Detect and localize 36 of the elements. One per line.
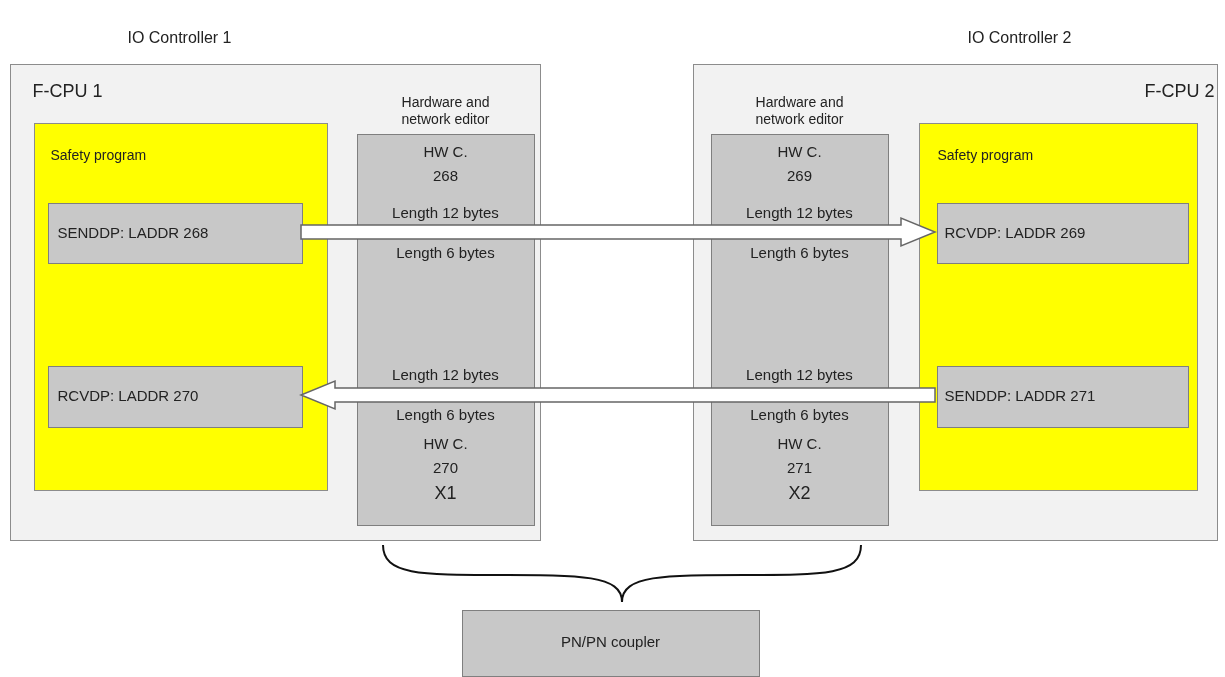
column-heading: Hardware and network editor: [400, 93, 491, 129]
block-label: SENDDP: LADDR 271: [944, 386, 1097, 406]
coupler-box: [462, 610, 760, 677]
length-label: Length 6 bytes: [749, 243, 850, 263]
length-label: Length 12 bytes: [745, 365, 854, 385]
arrow: [300, 216, 937, 248]
length-label: Length 6 bytes: [395, 405, 496, 425]
column-heading: Hardware and network editor: [754, 93, 845, 129]
program-label: Safety program: [937, 146, 1035, 164]
program-label: Safety program: [50, 146, 148, 164]
program-box: [919, 123, 1198, 491]
hardware-id: HW C. 269: [776, 141, 823, 186]
interface-label: X2: [787, 481, 812, 504]
function-block: [48, 366, 303, 428]
block-label: RCVDP: LADDR 270: [57, 386, 200, 406]
hardware-id: HW C. 268: [422, 141, 469, 186]
length-label: Length 12 bytes: [391, 365, 500, 385]
arrow: [299, 379, 936, 411]
block-label: SENDDP: LADDR 268: [57, 223, 210, 243]
controller-heading: IO Controller 1: [126, 27, 233, 48]
controller-heading: IO Controller 2: [966, 27, 1073, 48]
cpu-label: F-CPU 2: [1143, 79, 1215, 102]
coupler-label: PN/PN coupler: [559, 632, 662, 652]
length-label: Length 12 bytes: [391, 203, 500, 223]
length-label: Length 6 bytes: [749, 405, 850, 425]
cpu-label: F-CPU 1: [32, 79, 104, 102]
hardware-id: HW C. 271: [776, 433, 823, 478]
program-box: [34, 123, 328, 491]
function-block: [937, 203, 1189, 264]
function-block: [937, 366, 1189, 428]
length-label: Length 6 bytes: [395, 243, 496, 263]
interface-label: X1: [433, 481, 458, 504]
function-block: [48, 203, 303, 264]
length-label: Length 12 bytes: [745, 203, 854, 223]
hardware-id: HW C. 270: [422, 433, 469, 478]
block-label: RCVDP: LADDR 269: [944, 223, 1087, 243]
